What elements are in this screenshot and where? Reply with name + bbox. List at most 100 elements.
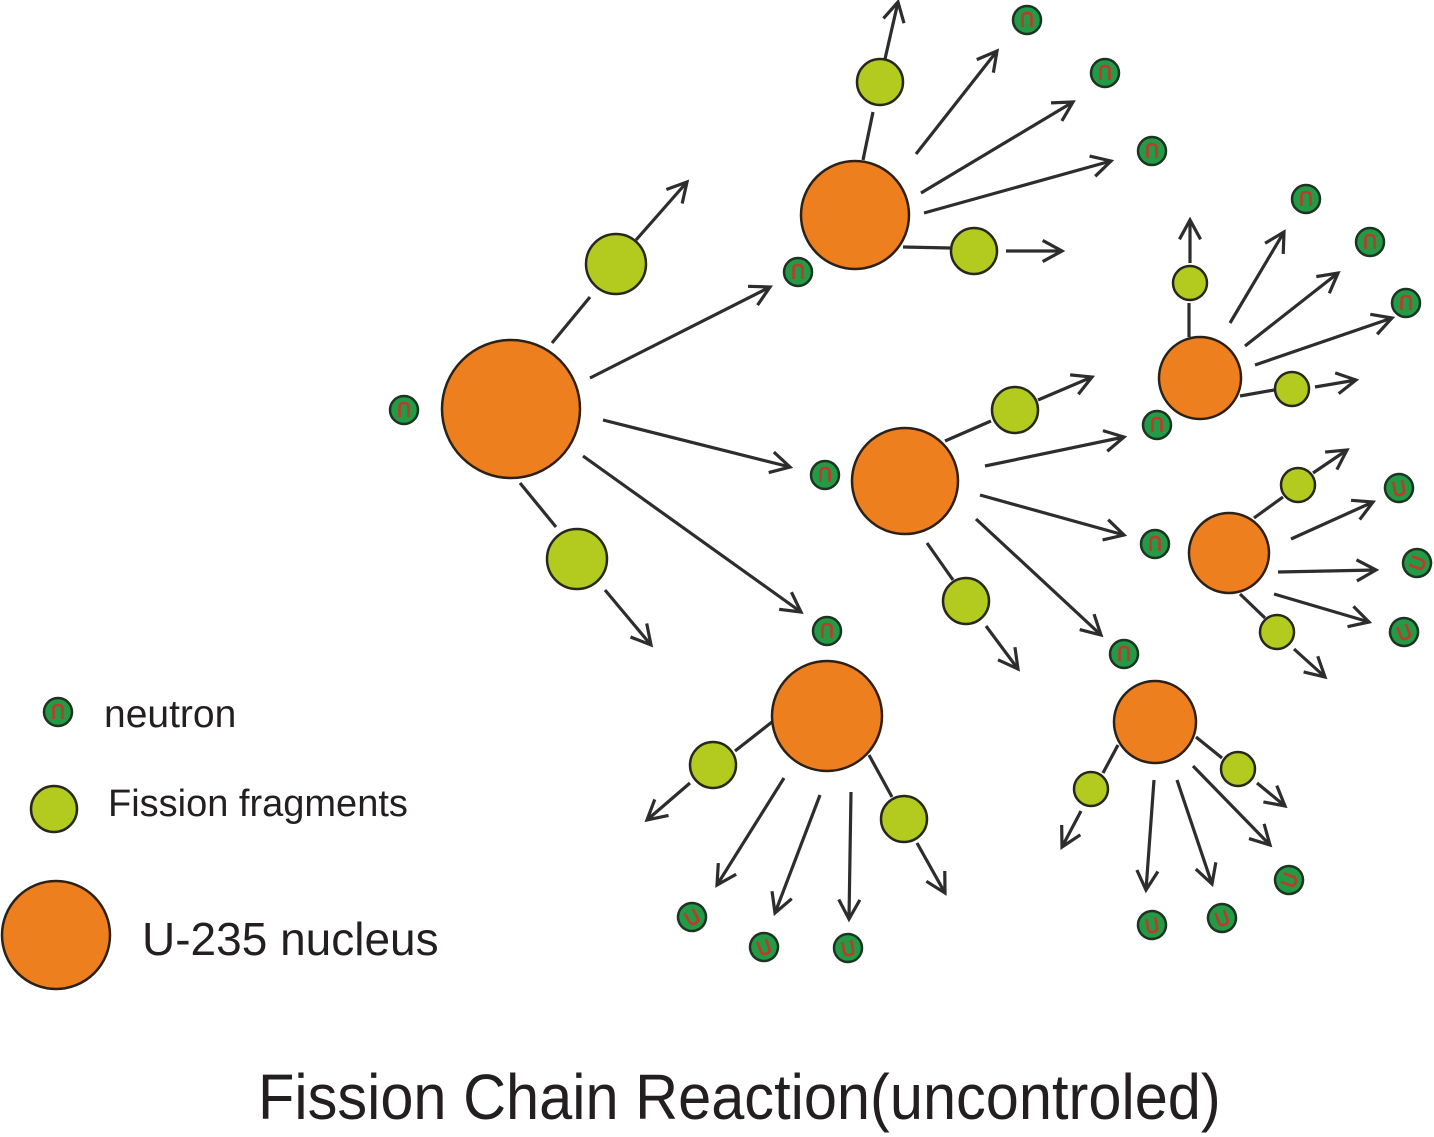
arrow (1244, 270, 1341, 348)
arrow-shaft (603, 588, 653, 647)
arrow-head (1355, 558, 1380, 583)
bond-line (861, 111, 875, 161)
arrow (974, 517, 1104, 638)
neutron-letter-n (1118, 645, 1130, 661)
bond-line (925, 542, 955, 581)
arrow-shaft (920, 100, 1074, 195)
arrow-shaft (602, 418, 791, 469)
arrow-head (1316, 270, 1341, 294)
neutron (1388, 616, 1420, 648)
legend-nucleus-icon (0, 879, 112, 991)
neutron (811, 615, 843, 647)
fission-fragment (1279, 466, 1317, 504)
bond-line (1194, 735, 1224, 760)
bond-line (944, 419, 992, 443)
arrow-shaft (773, 794, 822, 914)
arrow (1277, 558, 1380, 583)
arrow (603, 588, 654, 648)
arrow-head (1264, 229, 1286, 255)
neutron (1136, 909, 1168, 941)
arrow-shaft (645, 781, 692, 822)
neutron-letter-n (819, 466, 831, 482)
arrow-head (1324, 448, 1350, 471)
arrow-head (976, 48, 1000, 73)
bond-line (1239, 388, 1275, 398)
u235-nucleus (770, 659, 884, 773)
arrow-shaft (979, 493, 1125, 537)
arrow-shaft (883, 1, 900, 60)
bond-line (902, 245, 951, 250)
arrow-head (768, 450, 794, 475)
legend-fragment-icon (29, 784, 79, 834)
arrow-head (770, 890, 793, 917)
legend-neutron-icon (42, 696, 74, 728)
neutron-letter-n (841, 940, 855, 957)
arrow (979, 493, 1128, 542)
arrow (1273, 592, 1373, 629)
arrow-shaft (914, 50, 999, 155)
fission-fragment (990, 385, 1040, 435)
neutron-letter-n (1400, 294, 1412, 310)
arrow (582, 454, 804, 614)
arrow-shaft (984, 625, 1020, 670)
arrow (1292, 647, 1328, 680)
arrow-head (1050, 100, 1076, 122)
arrow (1312, 448, 1350, 475)
bond-line (1101, 744, 1120, 774)
neutron-letter-n (52, 703, 64, 719)
fission-fragment (949, 226, 999, 276)
fission-fragment (584, 232, 648, 296)
arrow (1060, 810, 1083, 850)
fission-fragment (879, 794, 929, 844)
arrow-head (1060, 824, 1082, 850)
fission-fragment (1273, 370, 1311, 408)
bond-line (518, 481, 558, 529)
neutron-letter-n (1145, 917, 1159, 934)
arrow-shaft (923, 159, 1112, 215)
arrow (1254, 312, 1396, 367)
arrow-head (1178, 216, 1202, 241)
arrow-shaft (582, 454, 802, 614)
arrow-head (997, 646, 1020, 672)
neutron-letter-n (1392, 480, 1406, 497)
arrow (882, 0, 906, 60)
arrows-layer (518, 0, 1396, 923)
arrow-shaft (1060, 810, 1083, 848)
arrow (1178, 216, 1202, 263)
arrow-shaft (1314, 378, 1357, 389)
arrow (923, 154, 1115, 215)
fission-fragment (941, 576, 991, 626)
neutron (1141, 409, 1173, 441)
arrow-head (629, 623, 654, 648)
arrow (915, 842, 947, 896)
arrow-head (644, 798, 669, 823)
arrow-shaft (1191, 764, 1272, 847)
arrow (1006, 239, 1066, 263)
neutron-letter-n (1021, 11, 1033, 27)
u235-nucleus (1112, 679, 1198, 765)
neutron (809, 459, 841, 491)
arrow-head (1102, 429, 1128, 453)
arrow-head (1069, 373, 1096, 396)
arrow (984, 625, 1020, 672)
neutron-letter-n (1364, 233, 1376, 249)
arrow-head (837, 898, 862, 923)
arrow (837, 791, 862, 923)
neutron (1273, 864, 1305, 896)
arrow-head (778, 591, 804, 614)
bond-line (1238, 592, 1267, 620)
neutron (1136, 135, 1168, 167)
arrow (1135, 779, 1160, 894)
neutron-letter-n (1408, 555, 1426, 570)
arrow (920, 100, 1076, 195)
u235-nucleus (799, 159, 911, 271)
neutron-letter-n (821, 622, 833, 638)
arrow (644, 781, 692, 823)
arrow (1228, 229, 1286, 324)
fission-fragment (1258, 613, 1296, 651)
arrow-head (1263, 784, 1288, 809)
neutron-letter-n (1214, 909, 1229, 927)
fission-fragment (1219, 750, 1257, 788)
arrow-shaft (1254, 316, 1393, 367)
fission-fragment (1171, 264, 1209, 302)
